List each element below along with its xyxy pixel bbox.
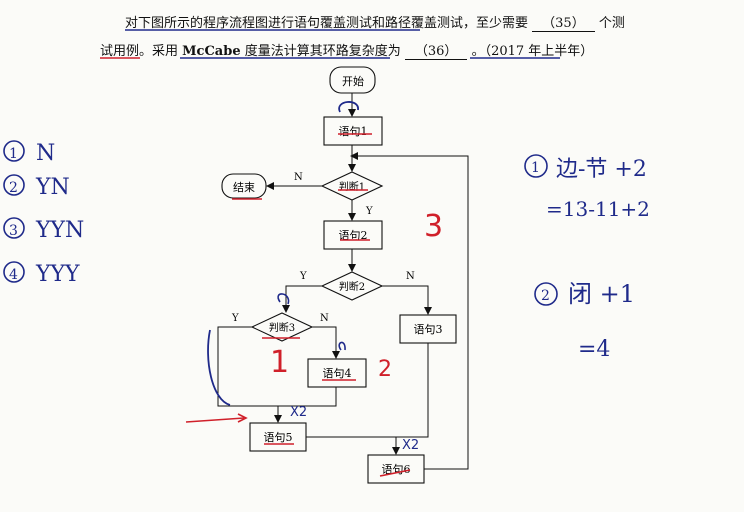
blank-35: （35） <box>532 12 595 32</box>
label-n3: N <box>320 313 329 324</box>
stmt4-label: 语句4 <box>323 367 352 380</box>
stmt5-label: 语句5 <box>264 431 293 444</box>
left-num-1: 1 <box>9 146 18 162</box>
right-note-3: 闭 +1 <box>568 280 635 308</box>
label-n2: N <box>406 271 415 282</box>
question-text-2c: 。（2017 年上半年） <box>471 44 594 59</box>
region-1-note: 1 <box>270 345 289 380</box>
end-node <box>221 173 267 199</box>
label-y1: Y <box>365 206 373 217</box>
stmt2-label: 语句2 <box>339 229 368 242</box>
mccabe-term: McCabe <box>182 44 241 59</box>
left-num-2: 2 <box>9 180 18 196</box>
right-note-4: =4 <box>578 337 610 362</box>
left-notes: 1 N 2 YN 3 YYN 4 YYY <box>3 140 84 287</box>
region-3-note: 3 <box>424 209 443 244</box>
left-num-3: 3 <box>9 223 18 239</box>
left-note-2: YN <box>35 175 70 200</box>
judge3-node <box>250 312 314 342</box>
question-text-1b: 个测 <box>598 16 625 31</box>
label-y2: Y <box>299 271 307 282</box>
question-text-2b: 度量法计算其环路复杂度为 <box>244 44 401 59</box>
judge1-label: 判断1 <box>339 180 365 193</box>
left-note-3: YYN <box>35 218 84 243</box>
right-note-2: =13-11+2 <box>546 197 650 221</box>
stmt2-node <box>323 220 383 250</box>
stmt1-label: 语句1 <box>339 125 368 138</box>
right-num-1: 1 <box>531 160 540 176</box>
label-y3: Y <box>231 313 239 324</box>
left-note-4: YYY <box>35 262 80 287</box>
x2-note-b: X2 <box>402 438 419 453</box>
right-notes: 1 边-节 +2 =13-11+2 2 闭 +1 =4 <box>524 154 650 362</box>
end-label: 结束 <box>233 181 255 194</box>
judge3-label: 判断3 <box>269 321 295 334</box>
judge2-node <box>320 271 384 301</box>
x2-note-a: X2 <box>290 405 307 420</box>
region-2-note: 2 <box>378 357 392 382</box>
start-label: 开始 <box>342 74 364 88</box>
stmt4-node <box>307 358 367 388</box>
question-line-1: 对下图所示的程序流程图进行语句覆盖测试和路径覆盖测试，至少需要 （35） 个测 <box>125 12 625 32</box>
label-n1: N <box>294 172 303 183</box>
right-num-2: 2 <box>541 288 550 304</box>
question-text-1a: 对下图所示的程序流程图进行语句覆盖测试和路径覆盖测试，至少需要 <box>125 16 529 31</box>
right-note-1: 边-节 +2 <box>556 157 647 182</box>
judge2-label: 判断2 <box>339 280 365 293</box>
stmt1-node <box>323 116 383 146</box>
question-line-2: 试用例。采用 McCabe 度量法计算其环路复杂度为 （36） 。（2017 年… <box>100 40 593 60</box>
question-text-2a: 试用例。采用 <box>100 44 179 59</box>
left-note-1: N <box>36 141 55 166</box>
stmt6-label: 语句6 <box>382 463 411 476</box>
blank-36: （36） <box>404 40 468 60</box>
stmt3-label: 语句3 <box>414 323 443 336</box>
left-num-4: 4 <box>9 267 18 283</box>
